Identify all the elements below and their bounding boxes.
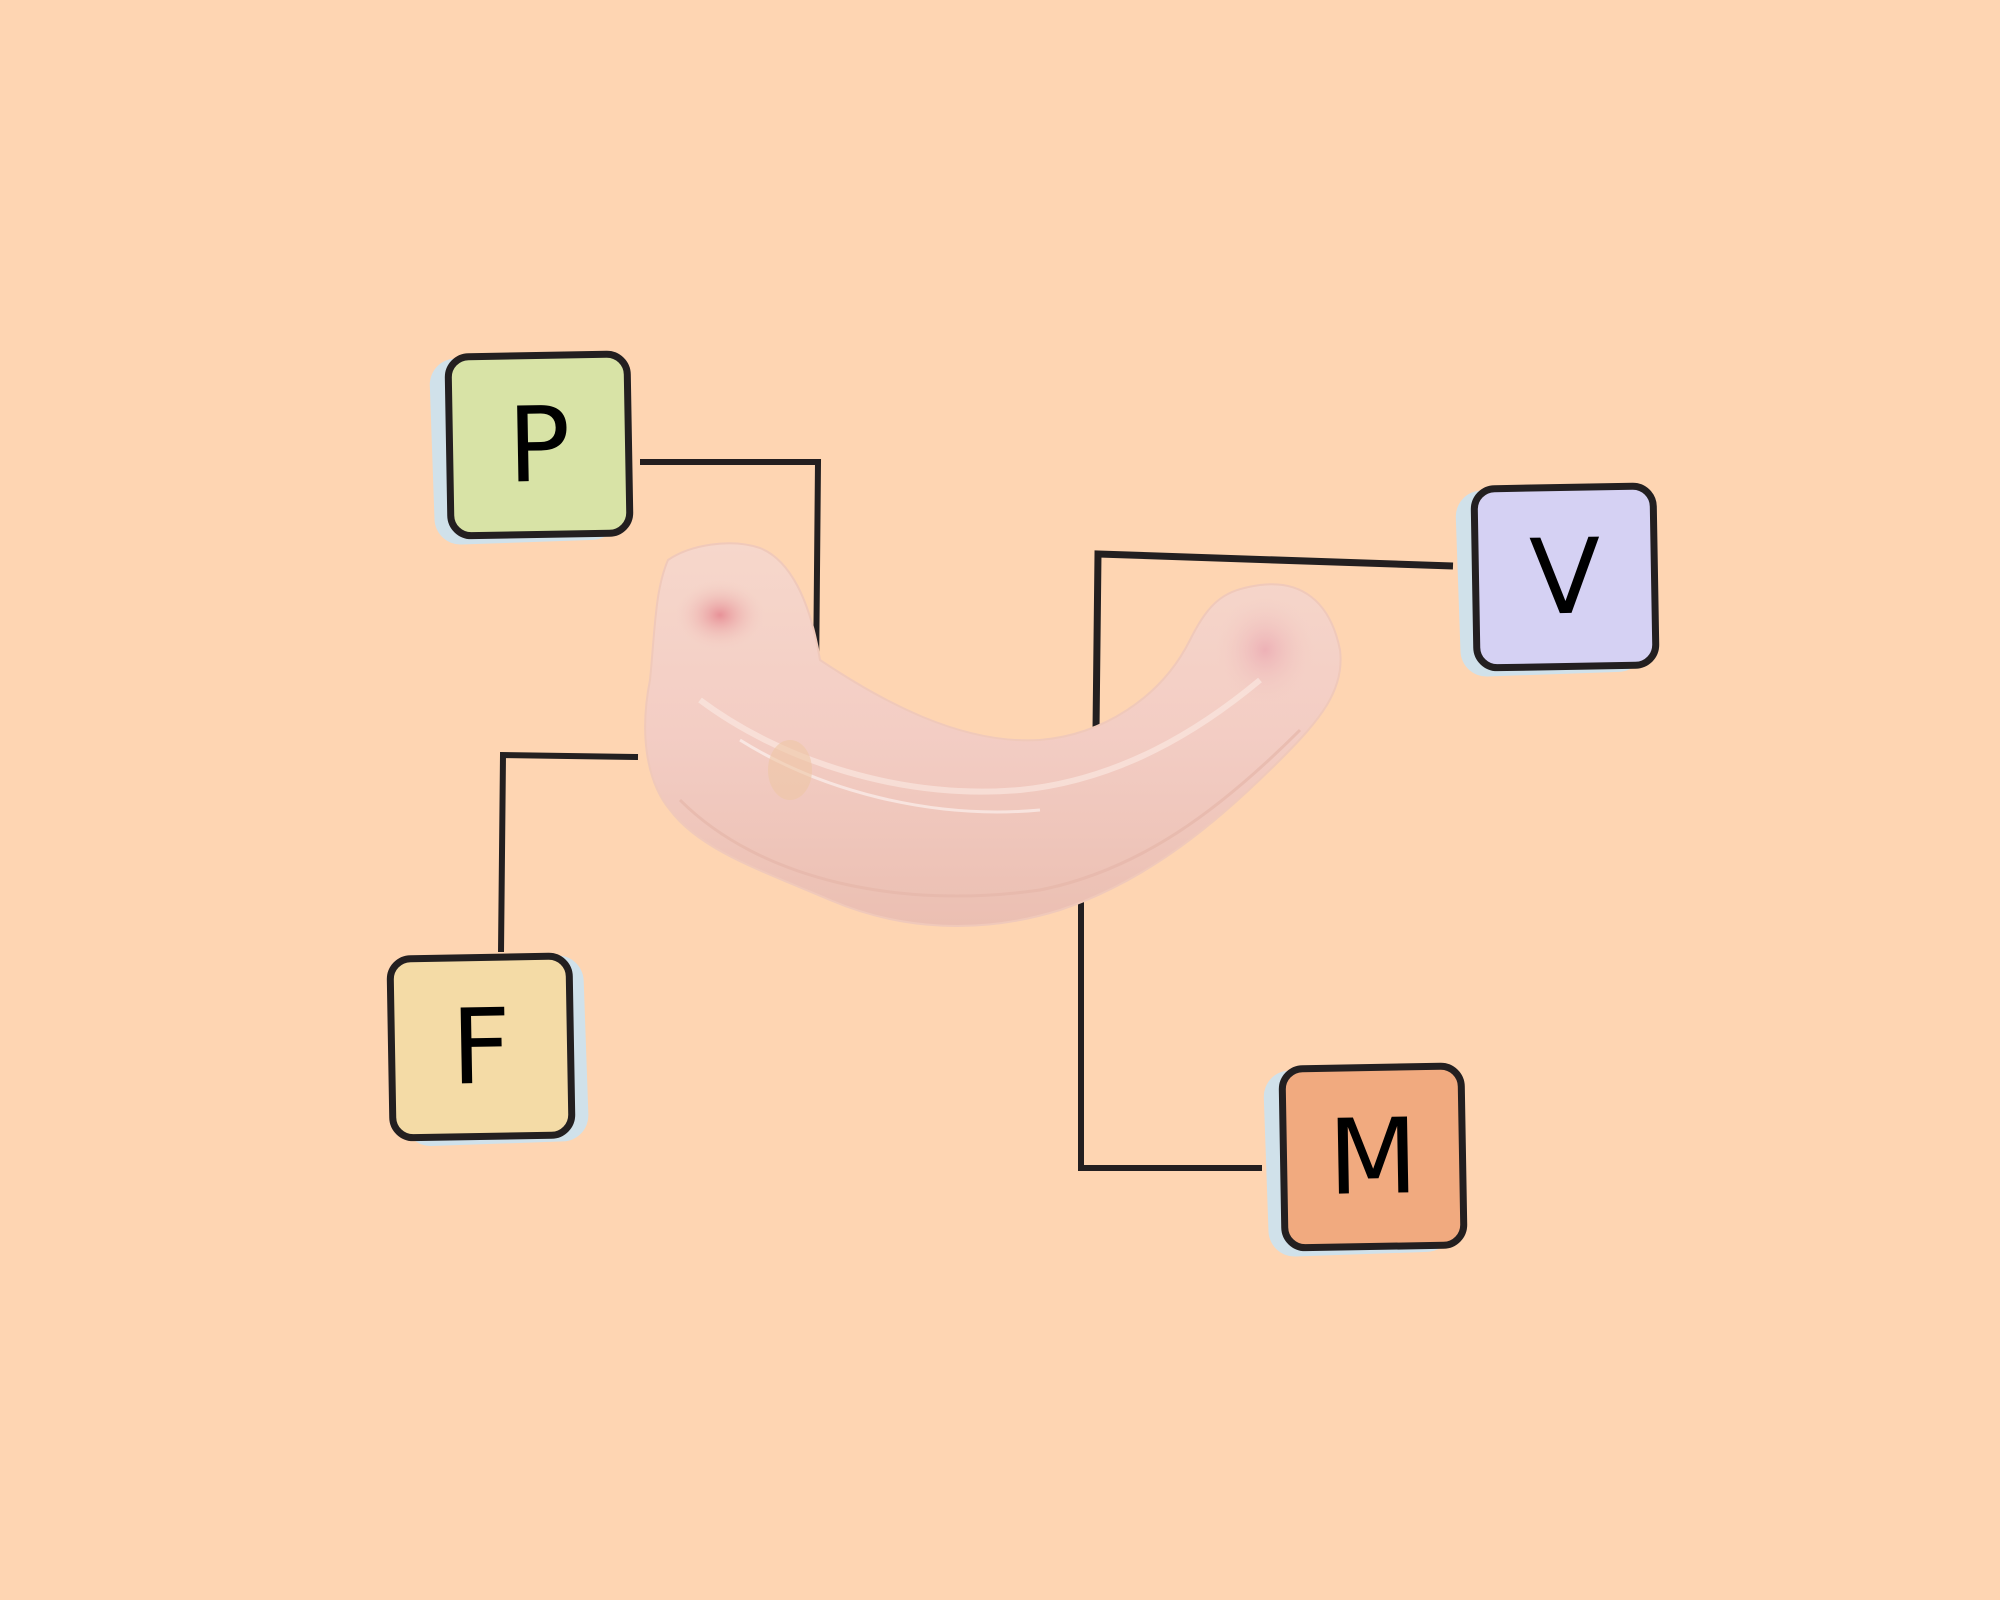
turkey-neck-image: [644, 542, 1342, 928]
connector-v: [1092, 550, 1454, 731]
label-tile-p: P: [428, 350, 634, 546]
connector-m: [1078, 890, 1262, 1171]
connector-f: [498, 751, 639, 953]
label-tile-v: V: [1454, 482, 1660, 678]
tile-letter-v: V: [1528, 515, 1602, 639]
tile-letter-f: F: [450, 985, 512, 1109]
connector-p: [640, 459, 822, 681]
tile-letter-p: P: [506, 383, 572, 507]
label-tile-m: M: [1262, 1062, 1468, 1258]
tile-letter-m: M: [1327, 1095, 1419, 1219]
label-tile-f: F: [386, 952, 590, 1147]
